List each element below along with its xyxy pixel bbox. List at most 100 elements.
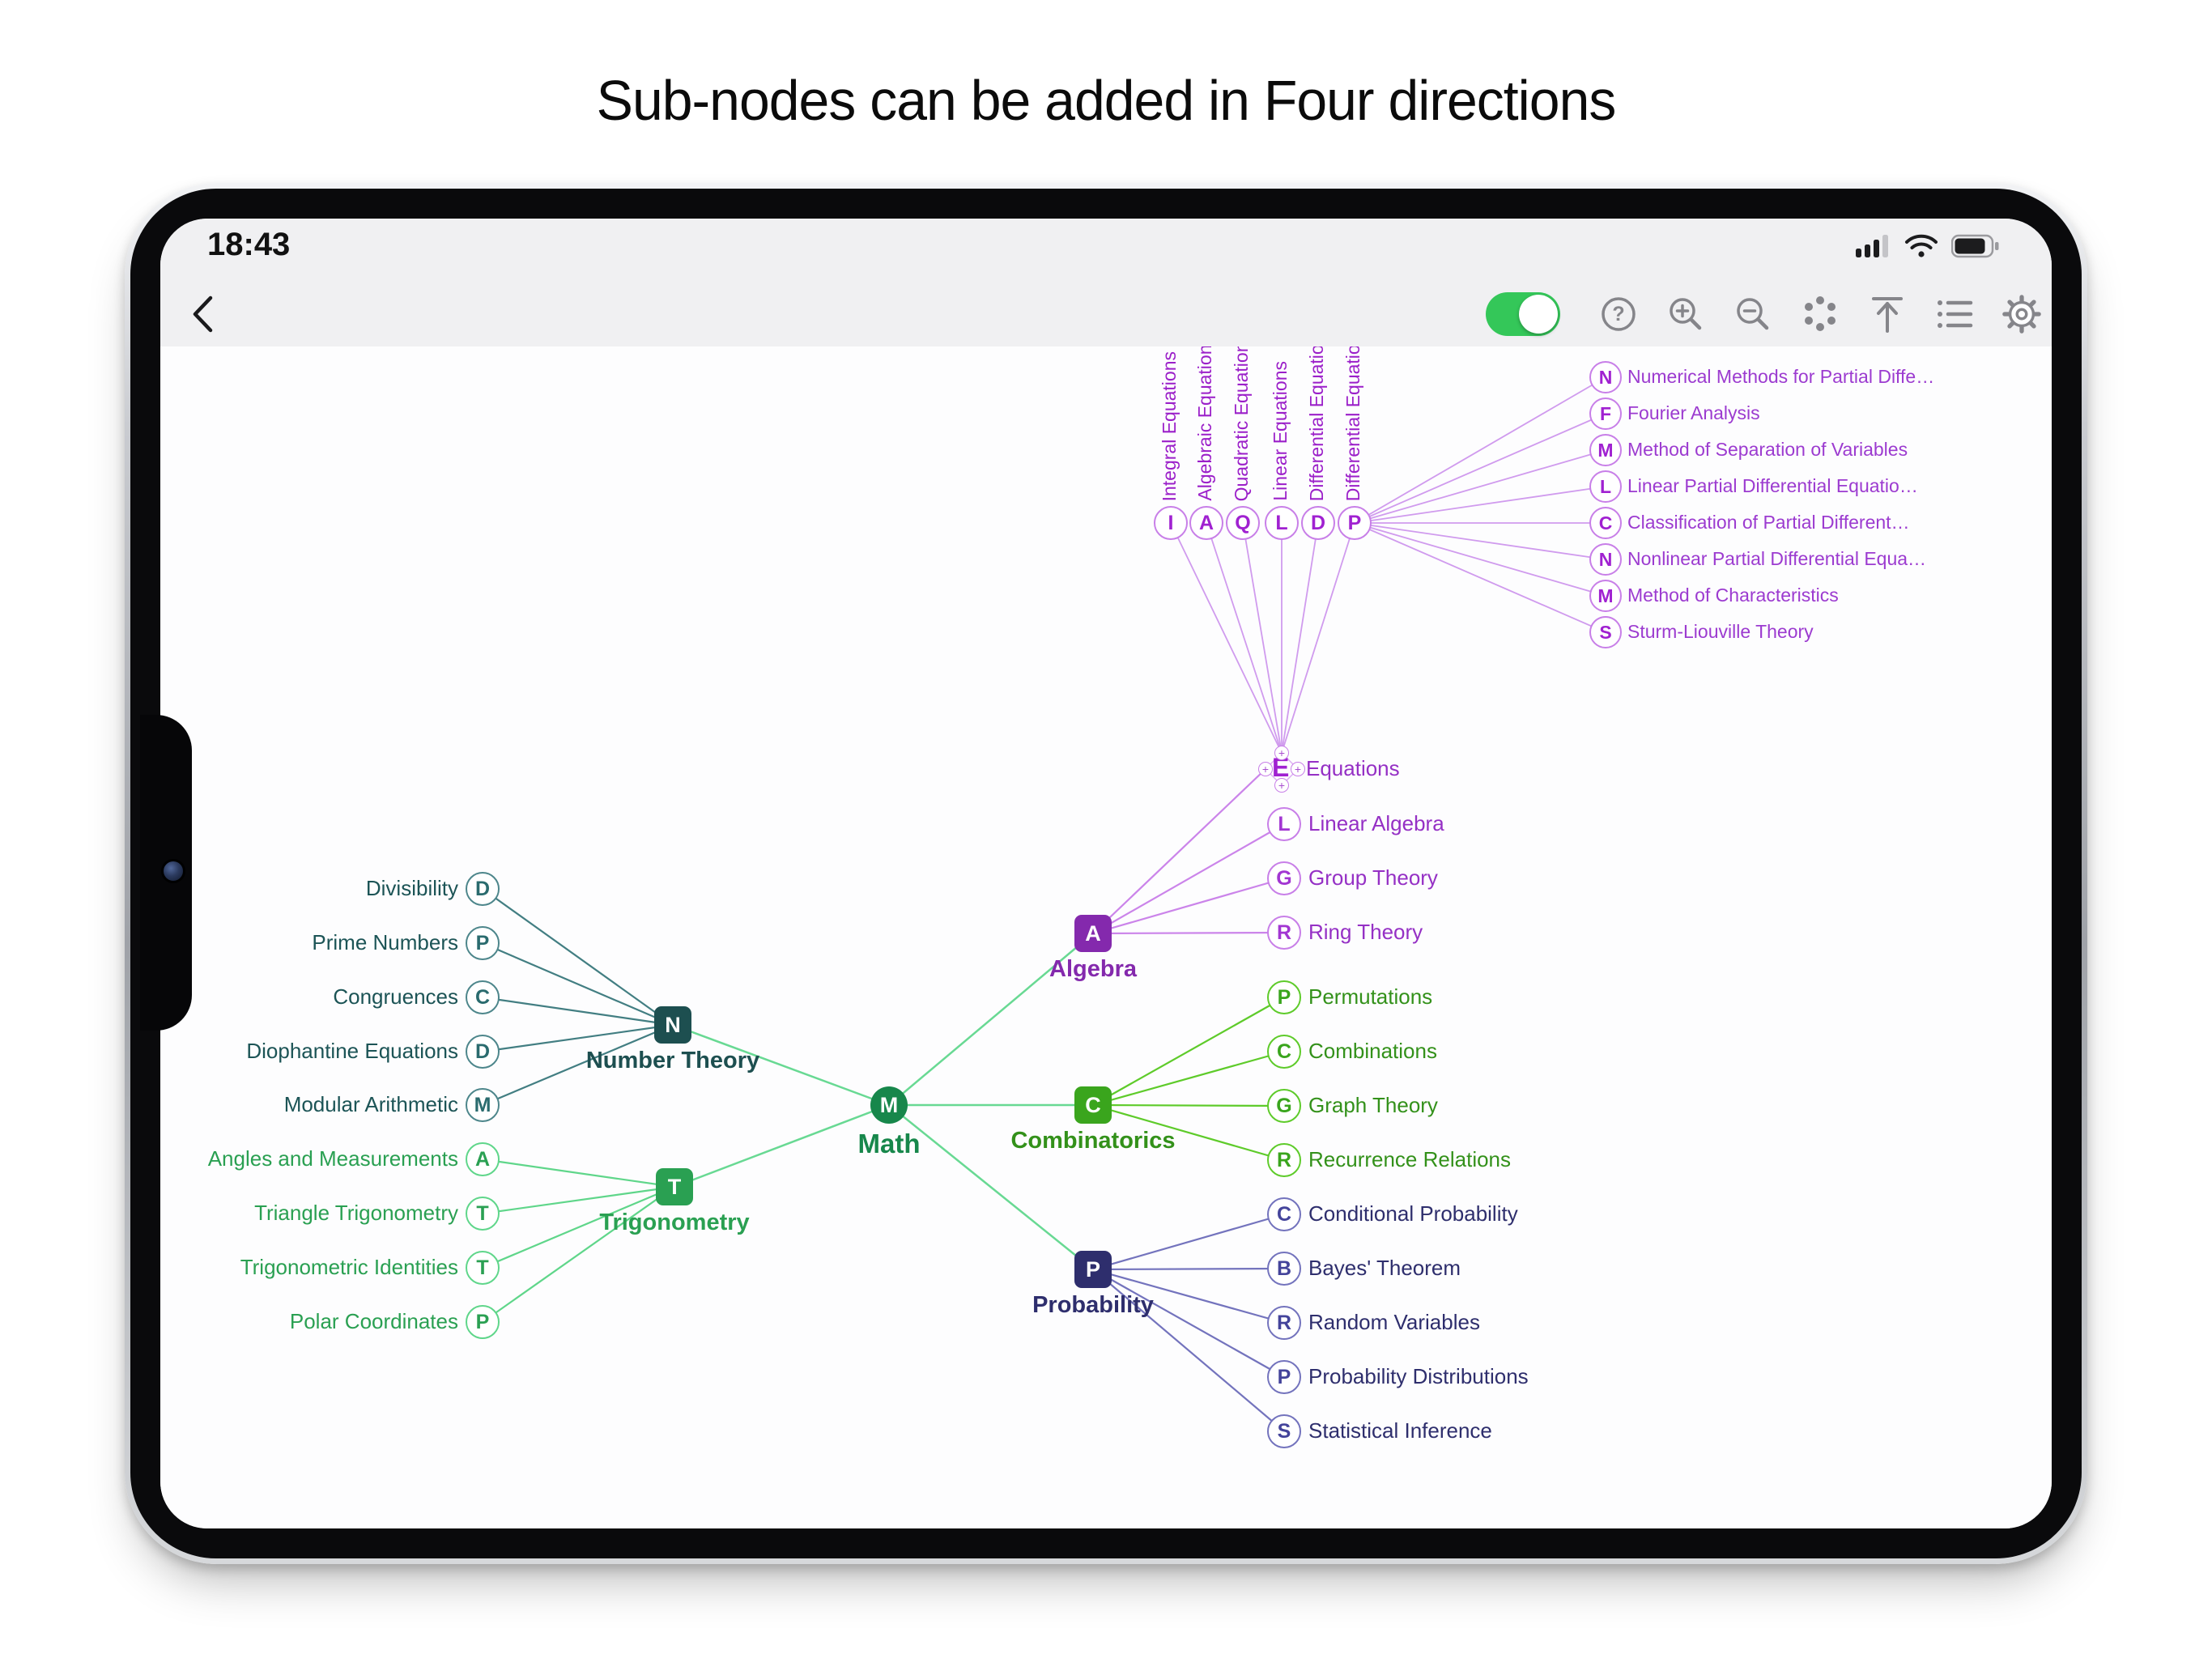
child-node[interactable]: R	[1267, 1306, 1301, 1340]
front-camera	[161, 859, 185, 883]
branch-node-trigonometry[interactable]: T	[656, 1168, 693, 1205]
pde-child-node[interactable]: N	[1589, 543, 1622, 576]
add-subnode-left-button[interactable]: +	[1258, 762, 1273, 776]
child-label: Modular Arithmetic	[283, 1092, 458, 1116]
pde-child-node[interactable]: N	[1589, 361, 1622, 393]
child-node[interactable]: C	[466, 980, 500, 1014]
child-label: Ring Theory	[1308, 920, 1423, 944]
pde-child-node[interactable]: F	[1589, 397, 1622, 430]
child-node[interactable]: S	[1267, 1414, 1301, 1448]
child-label: Trigonometric Identities	[240, 1255, 458, 1279]
child-node[interactable]: P	[1267, 1360, 1301, 1394]
branch-node-algebra[interactable]: A	[1074, 915, 1112, 952]
child-node[interactable]: R	[1267, 1143, 1301, 1177]
child-label: Angles and Measurements	[207, 1146, 458, 1171]
child-node[interactable]: A	[466, 1142, 500, 1176]
help-icon: ?	[1602, 297, 1636, 331]
pde-child-node[interactable]: L	[1589, 470, 1622, 503]
child-node[interactable]: G	[1267, 861, 1301, 895]
settings-gear-icon	[2002, 295, 2041, 334]
add-subnode-bottom-button[interactable]: +	[1274, 778, 1289, 793]
equation-type-node[interactable]: I	[1154, 506, 1188, 540]
child-node[interactable]: B	[1267, 1252, 1301, 1286]
settings-button[interactable]	[2001, 294, 2042, 334]
child-label: Random Variables	[1308, 1310, 1480, 1334]
child-node[interactable]: L	[1267, 807, 1301, 841]
outline-list-button[interactable]	[1934, 294, 1975, 334]
pde-child-label: Linear Partial Differential Equatio…	[1627, 475, 1918, 496]
equation-type-node[interactable]: P	[1338, 506, 1372, 540]
child-label: Triangle Trigonometry	[254, 1201, 458, 1225]
child-node[interactable]: P	[1267, 980, 1301, 1014]
equation-type-vertical-label: Differential Equations	[1306, 346, 1327, 501]
child-label: Diophantine Equations	[246, 1039, 458, 1063]
branch-node-combinatorics[interactable]: C	[1074, 1086, 1112, 1124]
pde-child-label: Sturm-Liouville Theory	[1627, 621, 1814, 642]
child-node[interactable]: R	[1267, 916, 1301, 950]
cellular-signal-icon	[1856, 235, 1888, 257]
child-label: Group Theory	[1308, 865, 1438, 890]
toggle-knob	[1519, 295, 1558, 334]
child-node[interactable]: T	[466, 1197, 500, 1231]
equation-type-node[interactable]: Q	[1226, 506, 1260, 540]
back-chevron-icon	[193, 295, 213, 333]
status-time: 18:43	[207, 227, 291, 262]
back-button[interactable]	[188, 293, 220, 335]
pde-child-label: Classification of Partial Different…	[1627, 512, 1910, 533]
child-node[interactable]: P	[466, 1305, 500, 1339]
pde-child-node[interactable]: C	[1589, 507, 1622, 539]
child-node[interactable]: D	[466, 1035, 500, 1069]
equations-letter[interactable]: E	[1272, 753, 1290, 782]
equation-type-vertical-label: Algebraic Equations	[1194, 346, 1215, 501]
child-node[interactable]: C	[1267, 1197, 1301, 1231]
branch-label-algebra: Algebra	[1049, 956, 1137, 982]
child-node[interactable]: M	[466, 1088, 500, 1122]
child-node[interactable]: T	[466, 1251, 500, 1285]
child-node[interactable]: C	[1267, 1035, 1301, 1069]
export-top-button[interactable]	[1867, 294, 1908, 334]
pde-child-node[interactable]: S	[1589, 616, 1622, 648]
child-label: Graph Theory	[1308, 1093, 1438, 1117]
pde-child-node[interactable]: M	[1589, 434, 1622, 466]
equation-type-node[interactable]: L	[1265, 506, 1299, 540]
add-subnode-top-button[interactable]: +	[1274, 746, 1289, 760]
map-mode-toggle[interactable]	[1486, 292, 1560, 336]
equation-type-node[interactable]: D	[1301, 506, 1335, 540]
zoom-in-icon	[1670, 298, 1702, 330]
child-label: Polar Coordinates	[289, 1309, 458, 1333]
pde-child-label: Fourier Analysis	[1627, 402, 1760, 423]
child-node[interactable]: D	[466, 872, 500, 906]
child-node[interactable]: G	[1267, 1089, 1301, 1123]
pde-child-node[interactable]: M	[1589, 580, 1622, 612]
equation-type-node[interactable]: A	[1189, 506, 1223, 540]
child-label: Statistical Inference	[1308, 1418, 1492, 1443]
branch-label-probability: Probability	[1032, 1292, 1154, 1318]
pde-child-label: Nonlinear Partial Differential Equa…	[1627, 548, 1927, 569]
child-node[interactable]: P	[466, 926, 500, 960]
help-button[interactable]: ?	[1598, 294, 1639, 334]
zoom-out-button[interactable]	[1733, 294, 1773, 334]
child-label: Divisibility	[365, 876, 458, 900]
child-label: Congruences	[333, 984, 458, 1009]
scatter-layout-icon	[1805, 296, 1836, 331]
add-subnode-right-button[interactable]: +	[1291, 762, 1305, 776]
branch-label-combinatorics: Combinatorics	[1010, 1128, 1176, 1154]
scatter-layout-button[interactable]	[1800, 294, 1840, 334]
root-node-math[interactable]: M	[870, 1086, 908, 1124]
branch-node-number-theory[interactable]: N	[654, 1006, 691, 1044]
toolbar: ?	[1486, 290, 2042, 338]
child-label: Conditional Probability	[1308, 1201, 1518, 1226]
child-label: Probability Distributions	[1308, 1364, 1529, 1388]
pde-child-label: Method of Separation of Variables	[1627, 439, 1908, 460]
page-title: Sub-nodes can be added in Four direction…	[596, 69, 1617, 132]
pde-child-label: Method of Characteristics	[1627, 585, 1839, 606]
zoom-in-button[interactable]	[1665, 294, 1706, 334]
mindmap-edges	[482, 376, 1606, 1432]
top-bar	[160, 219, 2052, 346]
status-icons	[1856, 233, 2000, 259]
tablet-device-frame: 18:43	[125, 183, 2087, 1564]
wifi-icon	[1905, 234, 1938, 257]
branch-node-probability[interactable]: P	[1074, 1251, 1112, 1288]
root-label: Math	[857, 1129, 921, 1158]
